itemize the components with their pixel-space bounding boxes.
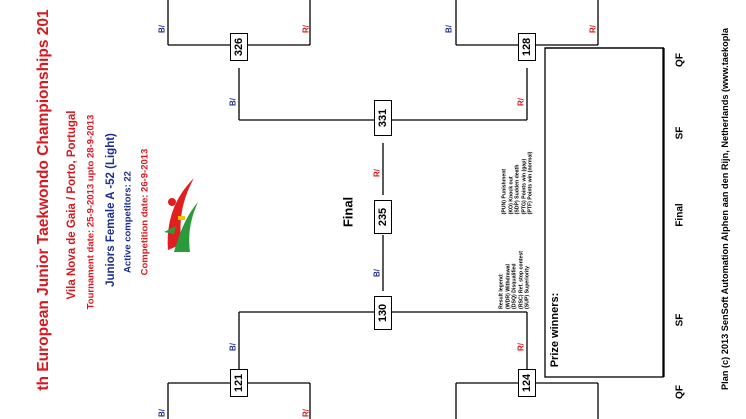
round-label-final: Final <box>674 203 686 227</box>
competition-date: Competition date: 26-9-2013 <box>139 148 151 276</box>
match-331: 331 <box>374 100 392 136</box>
blue-marker: B/ <box>372 269 382 277</box>
result-legend-right: (PUN) Punishment (KO) Knock out (SDP) Su… <box>501 151 534 215</box>
blue-marker: B/ <box>444 25 454 33</box>
round-label-sf: SF <box>674 126 686 140</box>
blue-marker: B/ <box>157 409 167 417</box>
match-124: 124 <box>518 369 536 397</box>
red-marker: R/ <box>516 343 526 351</box>
match-128: 128 <box>518 33 536 61</box>
blue-marker: B/ <box>157 25 167 33</box>
match-235: 235 <box>374 200 392 234</box>
result-legend-left: Result legend: (WDR) Withdrawal (DSQ) Di… <box>498 251 531 309</box>
match-130: 130 <box>374 296 392 330</box>
match-326: 326 <box>230 33 248 61</box>
venue: Vila Nova de Gaia / Porto, Portugal <box>66 110 78 300</box>
final-label: Final <box>340 196 356 228</box>
active-competitors: Active competitors: 22 <box>122 171 134 273</box>
match-121: 121 <box>230 369 248 397</box>
prize-winners-label: Prize winners: <box>549 292 561 368</box>
tournament-date: Tournament date: 25-9-2013 upto 28-9-201… <box>85 114 97 310</box>
blue-marker: B/ <box>228 343 238 351</box>
red-marker: R/ <box>588 25 598 33</box>
federation-logo <box>164 178 198 252</box>
round-label-qf: QF <box>674 53 686 67</box>
copyright-footer: Plan (c) 2013 SenSoft Automation Alphen … <box>720 28 730 390</box>
red-marker: R/ <box>372 169 382 177</box>
championship-title: th European Junior Taekwondo Championshi… <box>35 9 52 391</box>
category-title: Juniors Female A -52 (Light) <box>105 133 117 287</box>
round-label-qf: QF <box>674 385 686 399</box>
red-marker: R/ <box>301 25 311 33</box>
round-label-sf: SF <box>674 313 686 327</box>
red-marker: R/ <box>301 409 311 417</box>
red-marker: R/ <box>516 98 526 106</box>
blue-marker: B/ <box>228 98 238 106</box>
